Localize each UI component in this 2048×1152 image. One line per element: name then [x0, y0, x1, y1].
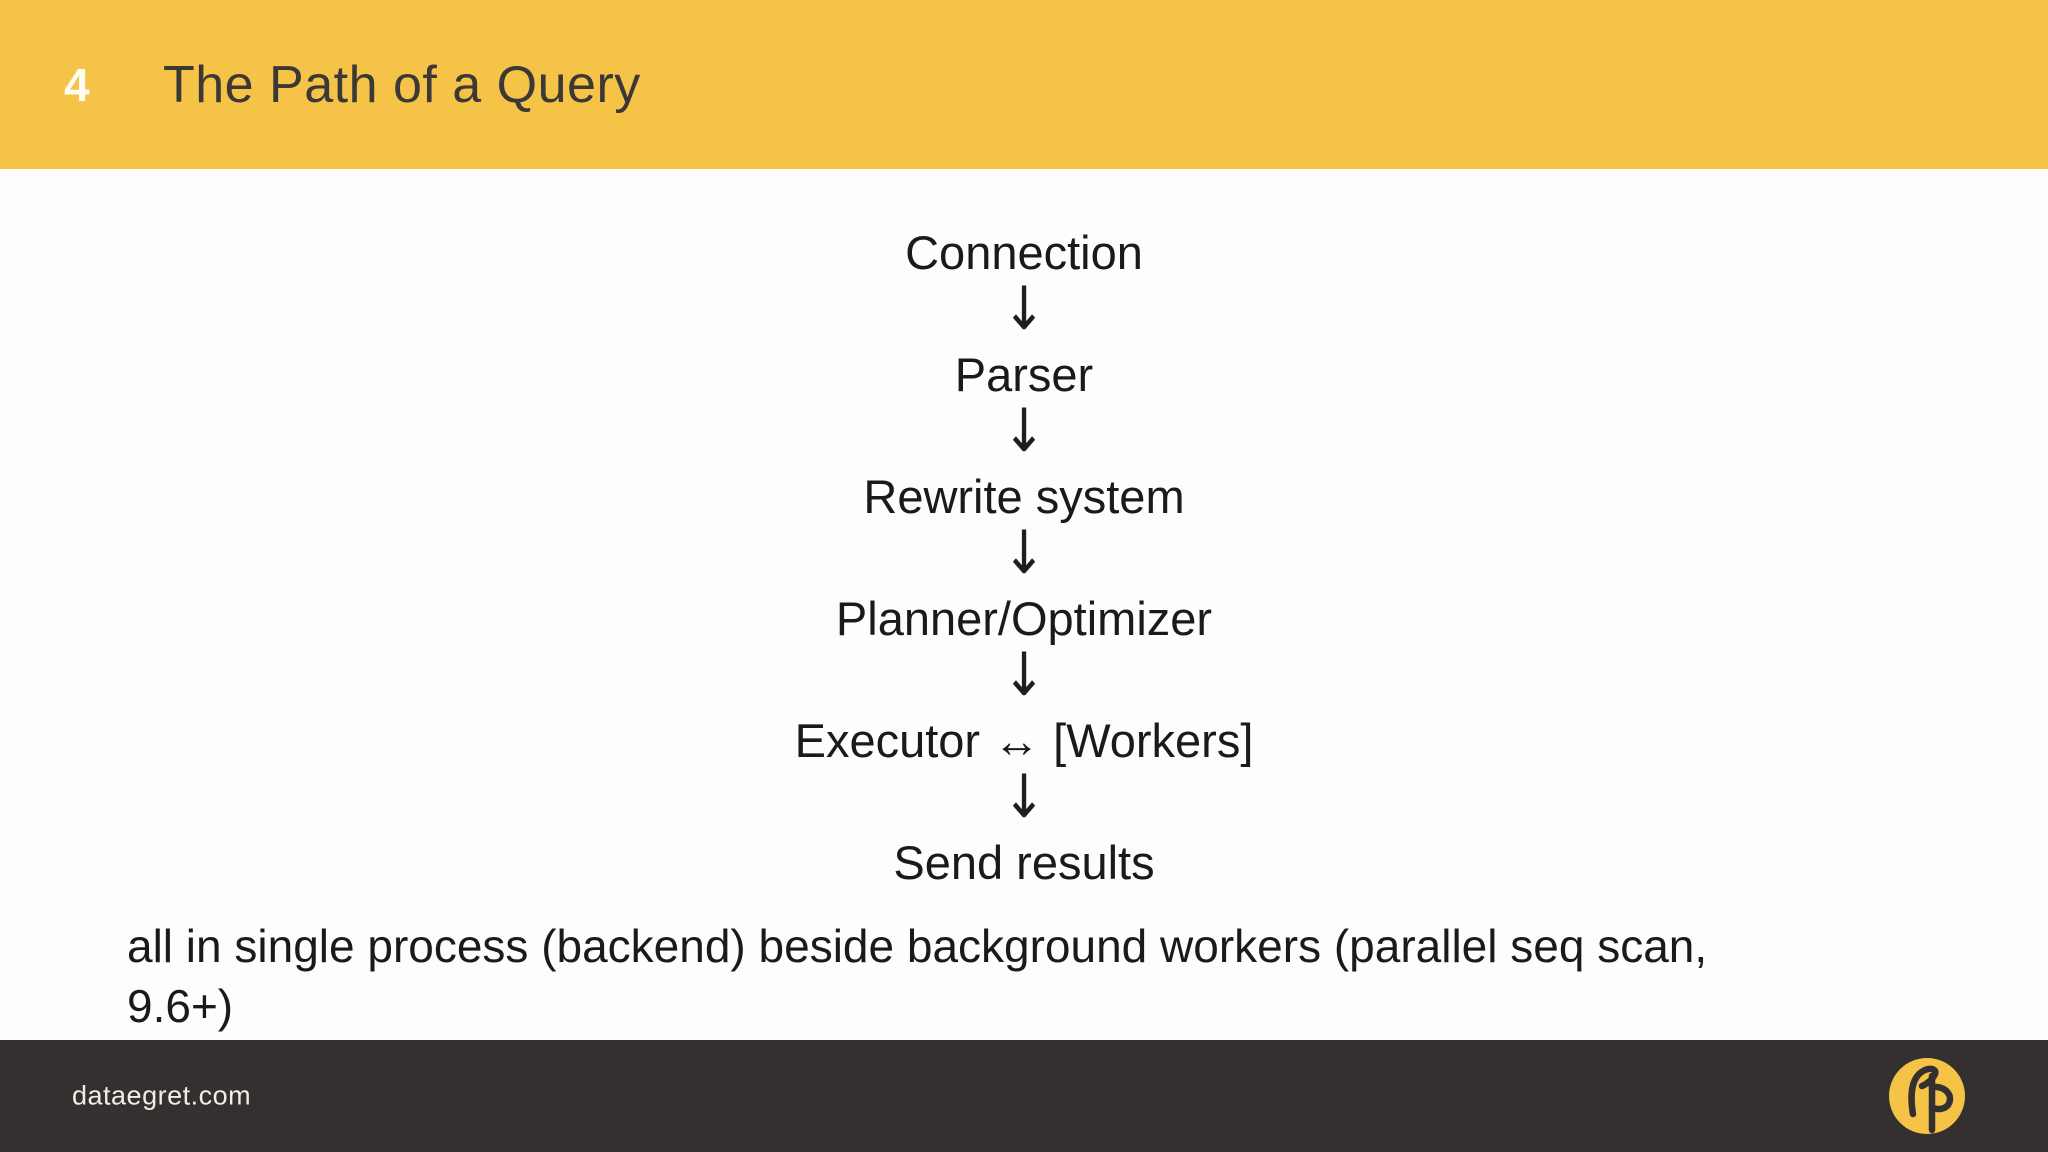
egret-icon [1908, 1065, 1954, 1134]
down-arrow-icon: ↓ [1002, 640, 1046, 710]
footnote: all in single process (backend) beside b… [127, 916, 1937, 1036]
flow-step-executor-workers: Executor ↔ [Workers] [794, 714, 1254, 767]
query-flow-diagram: Connection ↓ Parser ↓ Rewrite system ↓ P… [0, 227, 2048, 889]
slide-number: 4 [64, 58, 90, 111]
down-arrow-icon: ↓ [1002, 274, 1046, 344]
slide-header: 4 The Path of a Query [0, 0, 2048, 169]
down-arrow-icon: ↓ [1002, 396, 1046, 466]
flow-step-rewrite-system: Rewrite system [863, 470, 1185, 523]
footer-url: dataegret.com [72, 1080, 252, 1111]
flow-step-connection: Connection [905, 226, 1143, 279]
footnote-line: all in single process (backend) beside b… [127, 920, 1708, 972]
flow-step-send-results: Send results [893, 836, 1155, 889]
flow-step-planner-optimizer: Planner/Optimizer [835, 592, 1213, 645]
footnote-line: 9.6+) [127, 980, 234, 1032]
flow-step-parser: Parser [954, 348, 1094, 401]
slide-footer: dataegret.com [0, 1040, 2048, 1152]
dataegret-logo [1889, 1058, 1965, 1134]
page-title: The Path of a Query [163, 55, 641, 114]
down-arrow-icon: ↓ [1002, 518, 1046, 588]
down-arrow-icon: ↓ [1002, 762, 1046, 832]
